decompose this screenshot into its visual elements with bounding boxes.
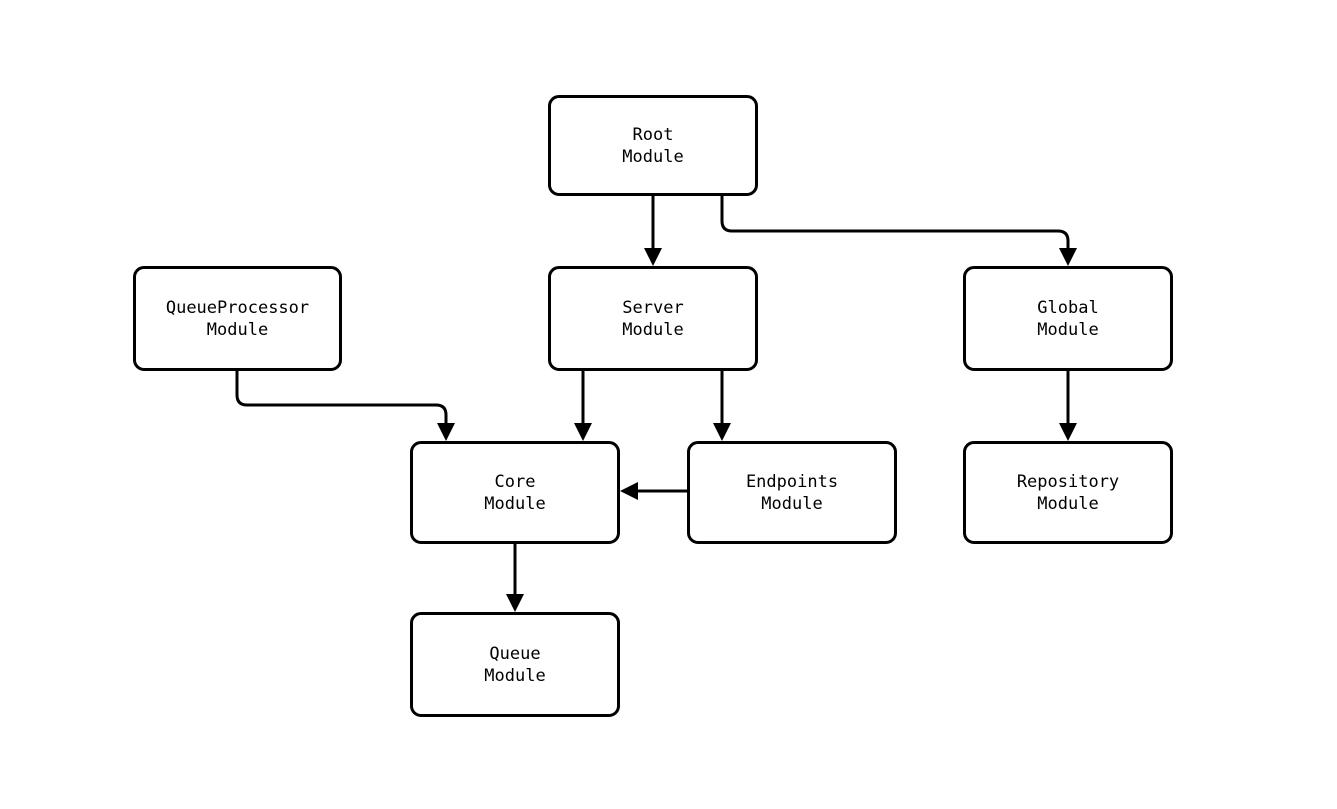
node-core-label: Core Module	[484, 471, 546, 514]
node-endpoints-label: Endpoints Module	[745, 471, 839, 514]
arrow-head-icon	[644, 248, 662, 266]
node-global-label: Global Module	[1037, 297, 1099, 340]
edge-endpoints-to-core	[620, 482, 687, 500]
arrow-head-icon	[1059, 248, 1077, 266]
edge-server-to-core	[574, 371, 592, 441]
node-core[interactable]: Core Module	[410, 441, 620, 544]
edge-queueprocessor-to-core	[235, 371, 455, 441]
arrow-head-icon	[713, 423, 731, 441]
arrow-head-icon	[574, 423, 592, 441]
node-root-label: Root Module	[622, 124, 684, 167]
arrow-head-icon	[506, 594, 524, 612]
arrow-head-icon	[437, 423, 455, 441]
arrow-head-icon	[1059, 423, 1077, 441]
edge-global-to-repository	[1059, 371, 1077, 441]
node-queue-label: Queue Module	[484, 643, 546, 686]
node-repository-label: Repository Module	[1016, 471, 1120, 514]
node-queueprocessor[interactable]: QueueProcessor Module	[133, 266, 342, 371]
edge-core-to-queue	[506, 544, 524, 612]
node-queue[interactable]: Queue Module	[410, 612, 620, 717]
node-repository[interactable]: Repository Module	[963, 441, 1173, 544]
edge-server-to-endpoints	[713, 371, 731, 441]
node-endpoints[interactable]: Endpoints Module	[687, 441, 897, 544]
node-queueprocessor-label: QueueProcessor Module	[165, 297, 310, 340]
edge-root-to-server	[644, 196, 662, 266]
edge-line	[720, 196, 1070, 255]
arrow-head-icon	[620, 482, 638, 500]
edge-root-to-global	[720, 196, 1077, 266]
node-server-label: Server Module	[622, 297, 684, 340]
node-root[interactable]: Root Module	[548, 95, 758, 196]
node-server[interactable]: Server Module	[548, 266, 758, 371]
node-global[interactable]: Global Module	[963, 266, 1173, 371]
edge-line	[235, 371, 448, 430]
